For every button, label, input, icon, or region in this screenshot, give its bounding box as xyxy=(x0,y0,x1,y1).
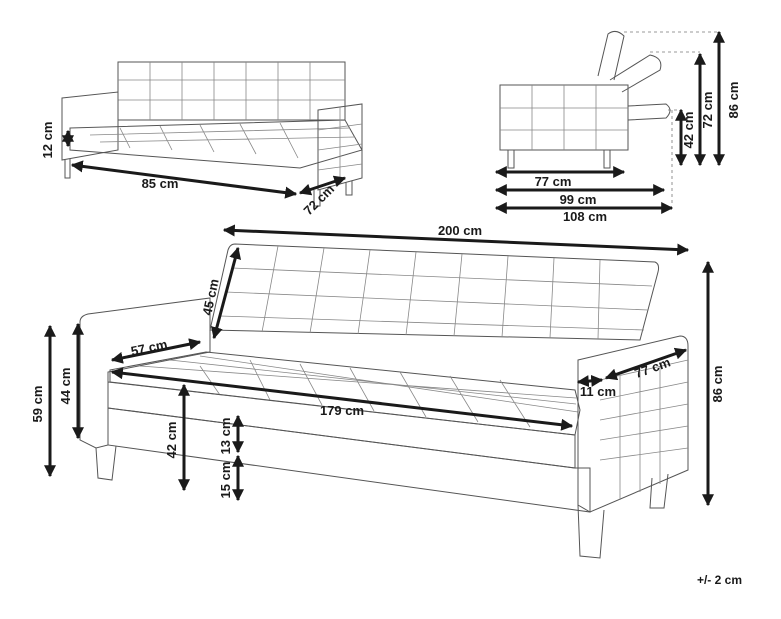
label-bed-length: 85 cm xyxy=(142,176,179,191)
label-seat-height: 42 cm xyxy=(164,422,179,459)
label-seat-depth: 57 cm xyxy=(129,336,168,358)
label-armrest-width: 11 cm xyxy=(580,384,616,399)
label-backrest-height: 45 cm xyxy=(199,277,221,316)
label-total-width: 200 cm xyxy=(438,223,482,238)
label-side-full-height: 86 cm xyxy=(726,82,741,119)
label-side-seat-depth: 77 cm xyxy=(535,174,572,189)
sofa-bed-view: 12 cm 85 cm 72 cm xyxy=(40,61,363,218)
label-leg-height: 15 cm xyxy=(218,462,233,499)
label-side-mid-height: 72 cm xyxy=(700,92,715,129)
label-arm-height-outer: 59 cm xyxy=(30,386,45,423)
label-side-full-depth: 108 cm xyxy=(563,209,607,224)
main-sofa-view: 200 cm 45 cm 57 cm 179 cm 11 cm 77 cm 86… xyxy=(30,223,725,559)
label-total-height: 86 cm xyxy=(710,366,725,403)
label-cushion-height: 13 cm xyxy=(218,418,233,455)
label-seat-width: 179 cm xyxy=(320,403,364,418)
label-bed-height: 12 cm xyxy=(40,122,55,159)
tolerance-note: +/- 2 cm xyxy=(697,573,742,587)
label-side-seat-height: 42 cm xyxy=(681,112,696,149)
label-side-mid-depth: 99 cm xyxy=(560,192,597,207)
label-arm-depth: 77 cm xyxy=(633,354,673,381)
label-arm-height-inner: 44 cm xyxy=(58,368,73,405)
side-profile-view: 77 cm 99 cm 108 cm 42 cm 72 cm 86 cm xyxy=(494,30,741,224)
